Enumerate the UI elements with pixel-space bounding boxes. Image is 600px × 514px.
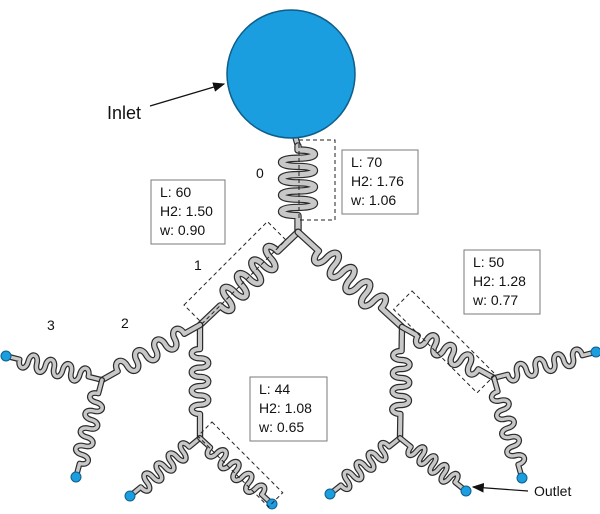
level-0-serpentine-core — [279, 143, 317, 235]
level-3-serpentine-l3-e — [327, 435, 403, 497]
svg-text:H2: 1.50: H2: 1.50 — [160, 203, 213, 219]
level-0-serpentine — [277, 142, 319, 236]
level-1-right-serpentine — [294, 228, 406, 331]
level-1-left-serpentine — [196, 228, 302, 329]
level-1-number: 1 — [194, 257, 202, 273]
svg-text:L: 70: L: 70 — [351, 154, 382, 170]
segment-highlights — [183, 139, 497, 508]
level-2-left-diagonal-core — [100, 323, 202, 382]
svg-text:H2: 1.76: H2: 1.76 — [351, 173, 404, 189]
svg-text:H2: 1.08: H2: 1.08 — [259, 400, 312, 416]
level-3-highlight — [197, 421, 284, 508]
level-0-number: 0 — [256, 165, 264, 181]
outlet-port-l3-e — [324, 488, 336, 500]
outlet-port-l3-f — [460, 485, 472, 497]
level-1-left-serpentine-core — [197, 229, 301, 328]
svg-text:w: 1.06: w: 1.06 — [350, 192, 396, 208]
outlet-port-l3-h — [516, 472, 528, 484]
level-3-serpentine-l3-b — [197, 435, 275, 507]
svg-text:L: 44: L: 44 — [259, 381, 290, 397]
level-0-parameter-box: L: 70 H2: 1.76 w: 1.06 — [341, 149, 419, 215]
level-0-highlight — [298, 139, 336, 221]
outlet-port-l3-a — [124, 490, 136, 502]
svg-text:L: 60: L: 60 — [160, 184, 191, 200]
level-3-parameter-box: L: 44 H2: 1.08 w: 0.65 — [249, 376, 328, 442]
inlet-reservoir — [226, 9, 356, 139]
svg-text:L: 50: L: 50 — [473, 254, 504, 270]
inlet-arrow — [149, 82, 226, 107]
level-3-number: 3 — [47, 317, 55, 333]
svg-text:w: 0.90: w: 0.90 — [159, 222, 205, 238]
outlet-port-l3-c — [0, 350, 12, 362]
level-3-serpentine-l3-e-core — [328, 436, 402, 496]
level-1-right-serpentine-core — [295, 229, 405, 330]
outlet-arrow — [471, 482, 529, 493]
level-3-serpentine-l3-c-core — [4, 353, 104, 383]
level-3-serpentine-l3-d-core — [74, 378, 104, 479]
level-2-left-diagonal — [98, 321, 204, 384]
level-3-serpentine-l3-c — [3, 352, 105, 384]
outlet-port-l3-g — [590, 346, 600, 358]
level-3-serpentine-l3-a — [127, 435, 203, 499]
level-1-parameter-box: L: 60 H2: 1.50 w: 0.90 — [150, 179, 226, 245]
outlet-label: Outlet — [534, 483, 571, 499]
level-2-right-diagonal-core — [400, 325, 496, 380]
outlet-port-l3-d — [70, 471, 82, 483]
svg-text:w: 0.65: w: 0.65 — [258, 419, 304, 435]
level-2-left-vertical — [188, 321, 212, 442]
level-3-serpentine-l3-f-core — [398, 436, 468, 493]
svg-text:w: 0.77: w: 0.77 — [472, 292, 518, 308]
inlet-label: Inlet — [107, 103, 141, 123]
level-3-serpentine-l3-g — [491, 346, 599, 384]
level-3-serpentine-l3-a-core — [128, 436, 202, 498]
level-3-serpentine-l3-h — [488, 375, 528, 481]
level-2-highlight — [392, 290, 497, 394]
level-3-serpentine-l3-b-core — [198, 436, 274, 506]
svg-text:H2: 1.28: H2: 1.28 — [473, 273, 526, 289]
level-2-right-vertical — [389, 323, 413, 442]
level-3-serpentine-l3-f — [397, 435, 469, 494]
level-2-number: 2 — [121, 315, 129, 331]
level-3-serpentine-l3-d — [73, 377, 105, 480]
level-2-right-vertical-core — [390, 325, 412, 440]
level-3-serpentine-l3-g-core — [492, 347, 598, 383]
channel-network — [3, 132, 599, 507]
level-3-serpentine-l3-h-core — [490, 376, 526, 480]
level-2-left-vertical-core — [189, 323, 211, 440]
level-2-parameter-box: L: 50 H2: 1.28 w: 0.77 — [463, 249, 541, 315]
level-2-right-diagonal — [398, 323, 498, 382]
